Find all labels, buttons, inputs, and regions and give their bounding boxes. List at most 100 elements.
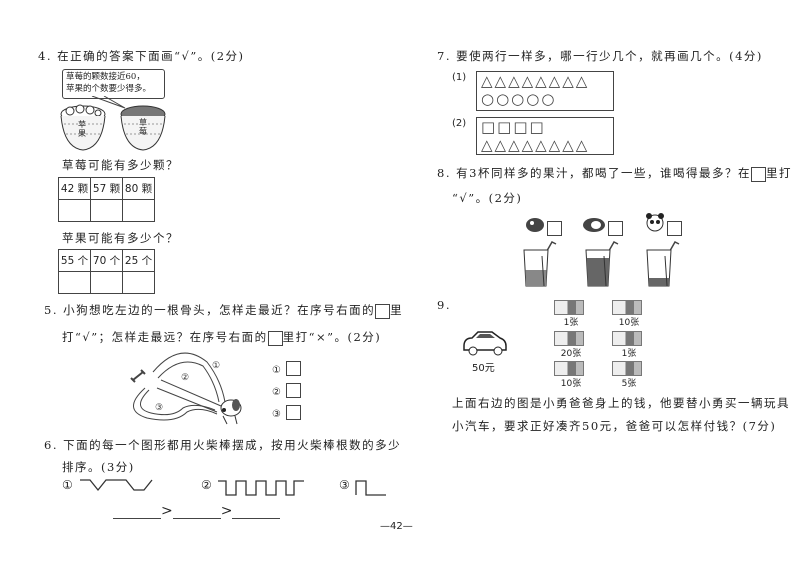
answer-blank[interactable]	[113, 506, 161, 519]
bill-group: 10张	[612, 300, 646, 328]
dog-icon	[220, 399, 242, 425]
part2-box: □□□□ △△△△△△△△	[476, 117, 614, 155]
answer-blank[interactable]	[232, 506, 281, 519]
dog-paths-diagram: ① ② ③	[130, 352, 242, 425]
option-cell: 80 颗	[122, 177, 155, 200]
bill-count: 1张	[563, 318, 579, 328]
option-cell: 25 个	[122, 249, 155, 272]
speech-bubble: 草莓的颗数接近60， 苹果的个数要少得多。	[62, 69, 165, 99]
basket2-label: 草莓	[139, 118, 147, 136]
svg-text:③: ③	[155, 403, 163, 413]
dog-head-icon	[526, 218, 544, 232]
dog-choice	[525, 215, 562, 237]
q5-text: 5. 小狗想吃左边的一根骨头，怎样走最近？在序号右面的	[44, 303, 376, 317]
bill-count: 5张	[621, 379, 637, 389]
answer-box[interactable]	[375, 303, 391, 319]
triangle-row: △△△△△△△△	[481, 136, 590, 154]
answer-cell[interactable]	[90, 199, 123, 222]
option-cell: 55 个	[58, 249, 91, 272]
path-number: ②	[272, 387, 281, 398]
bill-count: 20张	[560, 349, 582, 359]
part1-box: △△△△△△△△ ○○○○○	[476, 71, 614, 111]
answer-cell[interactable]	[122, 199, 155, 222]
triangle-row: △△△△△△△△	[481, 72, 590, 90]
q8-line2: “√”。(2分)	[452, 191, 523, 205]
option-cell: 57 颗	[90, 177, 123, 200]
apple-basket-icon	[60, 104, 106, 151]
matchstick-figure-3	[355, 480, 386, 496]
matchstick-figure-2	[218, 480, 304, 496]
answer-box[interactable]	[547, 221, 562, 236]
panda-choice	[645, 213, 682, 237]
strawberry-options-table: 42 颗 57 颗 80 颗	[58, 177, 155, 222]
q4-sub2: 苹果可能有多少个？	[62, 231, 179, 245]
page-number: —42—	[380, 521, 413, 532]
answer-box[interactable]	[286, 405, 302, 420]
car-price: 50元	[472, 363, 495, 374]
path-option: ②	[272, 380, 302, 402]
part2-label: (2)	[452, 118, 467, 129]
bill-group: 10张	[554, 361, 588, 389]
bill-group: 5张	[612, 361, 646, 389]
q5-line2: 打“√”；怎样走最远？在序号右面的里打“×”。(2分)	[62, 329, 381, 346]
matchstick-figure-1	[80, 479, 153, 492]
bill-group: 1张	[554, 300, 588, 328]
banknote-icon	[554, 361, 584, 376]
answer-box[interactable]	[286, 361, 302, 376]
svg-text:②: ②	[181, 373, 189, 383]
answer-box[interactable]	[267, 330, 283, 346]
banknote-icon	[554, 331, 584, 346]
monkey-head-icon	[583, 218, 605, 232]
speech-tail-icon	[91, 96, 126, 109]
greater-than: >	[220, 503, 233, 519]
bone-icon	[130, 369, 146, 383]
path-options: ① ② ③	[272, 358, 302, 424]
basket1-label: 苹果	[78, 120, 86, 138]
part1-label: (1)	[452, 72, 467, 83]
panda-head-icon	[646, 213, 664, 232]
q4-sub1: 草莓可能有多少颗？	[62, 158, 179, 172]
answer-box[interactable]	[286, 383, 302, 398]
toy-car-icon	[463, 331, 507, 356]
q5-line1: 5. 小狗想吃左边的一根骨头，怎样走最近？在序号右面的里	[44, 302, 403, 319]
banknote-icon	[612, 300, 642, 315]
path-number: ③	[272, 409, 281, 420]
q9-number: 9.	[437, 298, 451, 312]
path-option: ③	[272, 402, 302, 424]
q8-text: 里打	[765, 166, 792, 180]
banknote-icon	[612, 361, 642, 376]
bill-count: 10张	[618, 318, 640, 328]
q9-line2: 小汽车，要求正好凑齐50元，爸爸可以怎样付钱？(7分)	[452, 419, 777, 433]
speech-line: 草莓的颗数接近60，	[66, 72, 145, 82]
q5-text: 打“√”；怎样走最远？在序号右面的	[62, 330, 268, 344]
answer-cell[interactable]	[90, 271, 123, 294]
answer-box[interactable]	[750, 166, 766, 182]
q6-line2: 排序。(3分)	[62, 460, 135, 474]
ordering-blanks: >>	[113, 503, 281, 519]
answer-box[interactable]	[667, 221, 682, 236]
svg-text:①: ①	[212, 361, 220, 371]
path-number: ①	[272, 365, 281, 376]
banknote-icon	[612, 331, 642, 346]
answer-cell[interactable]	[58, 199, 91, 222]
q4-title: 4. 在正确的答案下面画“√”。(2分)	[38, 49, 245, 63]
figure-1-label: ①	[62, 478, 73, 492]
answer-cell[interactable]	[58, 271, 91, 294]
answer-cell[interactable]	[122, 271, 155, 294]
q5-text: 里打“×”。(2分)	[282, 330, 382, 344]
greater-than: >	[161, 503, 173, 519]
option-cell: 42 颗	[58, 177, 91, 200]
q9-line1: 上面右边的图是小勇爸爸身上的钱，他要替小勇买一辆玩具	[452, 396, 790, 410]
speech-line: 苹果的个数要少得多。	[66, 84, 152, 94]
q5-text: 里	[390, 303, 404, 317]
q8-line1: 8. 有3杯同样多的果汁，都喝了一些，谁喝得最多？在里打	[437, 165, 792, 182]
figure-3-label: ③	[339, 478, 350, 492]
banknote-icon	[554, 300, 584, 315]
figure-2-label: ②	[201, 478, 212, 492]
option-cell: 70 个	[90, 249, 123, 272]
cup-1-icon	[523, 241, 557, 287]
answer-blank[interactable]	[172, 506, 221, 519]
q6-line1: 6. 下面的每一个图形都用火柴棒摆成，按用火柴棒根数的多少	[44, 438, 402, 452]
square-row: □□□□	[481, 118, 546, 136]
answer-box[interactable]	[608, 221, 623, 236]
